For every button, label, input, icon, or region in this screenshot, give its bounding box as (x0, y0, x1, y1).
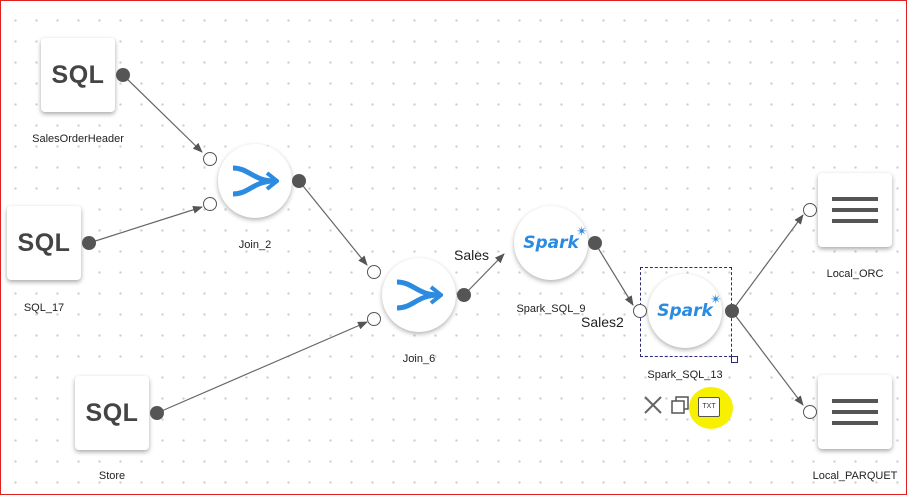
copy-icon (671, 396, 689, 414)
edge-spark13-localorc (731, 214, 804, 312)
close-icon (644, 396, 662, 414)
output-port[interactable] (292, 174, 306, 188)
input-port[interactable] (367, 265, 381, 279)
txt-label: TXT (702, 403, 716, 410)
input-port[interactable] (803, 405, 817, 419)
menu-lines-icon (832, 197, 878, 223)
output-port[interactable] (150, 406, 164, 420)
edge-salesorderheader-join2 (122, 74, 203, 153)
input-port[interactable] (367, 312, 381, 326)
node-label-spark-sql-13: Spark_SQL_13 (647, 369, 723, 381)
spark-logo-icon: Spark✴ (657, 292, 722, 321)
menu-lines-icon (832, 399, 878, 425)
sql-icon: SQL (17, 228, 71, 257)
node-label-join6: Join_6 (402, 353, 436, 365)
node-label-local-orc: Local_ORC (826, 268, 884, 280)
copy-button[interactable] (670, 395, 690, 420)
node-join2[interactable] (218, 144, 292, 218)
edge-label-sales: Sales (454, 247, 490, 263)
node-local-parquet[interactable] (818, 375, 892, 449)
delete-button[interactable] (642, 394, 664, 421)
edge-join2-join6 (298, 180, 368, 266)
input-port[interactable] (203, 152, 217, 166)
spark-logo-text: Spark (523, 233, 579, 253)
edge-spark13-localparquet (731, 310, 804, 406)
spark-logo-icon: Spark✴ (523, 224, 588, 253)
input-port[interactable] (633, 304, 647, 318)
spark-star-icon: ✴ (576, 224, 588, 240)
sql-icon: SQL (85, 398, 139, 427)
spark-logo-text: Spark (657, 301, 713, 321)
edge-join6-spark9 (463, 253, 505, 296)
node-label-spark-sql-9: Spark_SQL_9 (516, 303, 586, 315)
node-salesorderheader[interactable]: SQL (41, 38, 115, 112)
join-icon (232, 165, 279, 197)
sql-icon: SQL (51, 60, 105, 89)
node-label-salesorderheader: SalesOrderHeader (32, 133, 124, 145)
node-label-sql17: SQL_17 (23, 302, 65, 314)
node-label-join2: Join_2 (238, 239, 272, 251)
node-label-store: Store (98, 470, 126, 482)
output-port[interactable] (82, 236, 96, 250)
output-port[interactable] (725, 304, 739, 318)
output-port[interactable] (116, 68, 130, 82)
edge-store-join6 (156, 321, 368, 414)
edge-spark9-spark13 (594, 242, 634, 306)
node-store[interactable]: SQL (75, 376, 149, 450)
input-port[interactable] (203, 197, 217, 211)
txt-file-icon[interactable]: TXT (698, 397, 720, 417)
node-spark-sql-9[interactable]: Spark✴ (514, 206, 588, 280)
spark-star-icon: ✴ (710, 292, 722, 308)
output-port[interactable] (588, 236, 602, 250)
resize-handle[interactable] (731, 356, 738, 363)
output-port[interactable] (457, 288, 471, 302)
input-port[interactable] (803, 203, 817, 217)
node-join6[interactable] (382, 258, 456, 332)
node-label-local-parquet: Local_PARQUET (812, 470, 898, 482)
edge-label-sales2: Sales2 (581, 314, 624, 330)
node-spark-sql-13[interactable]: Spark✴ (648, 274, 722, 348)
node-local-orc[interactable] (818, 173, 892, 247)
node-sql17[interactable]: SQL (7, 206, 81, 280)
edge-sql17-join2 (88, 205, 203, 244)
join-icon (396, 279, 443, 311)
